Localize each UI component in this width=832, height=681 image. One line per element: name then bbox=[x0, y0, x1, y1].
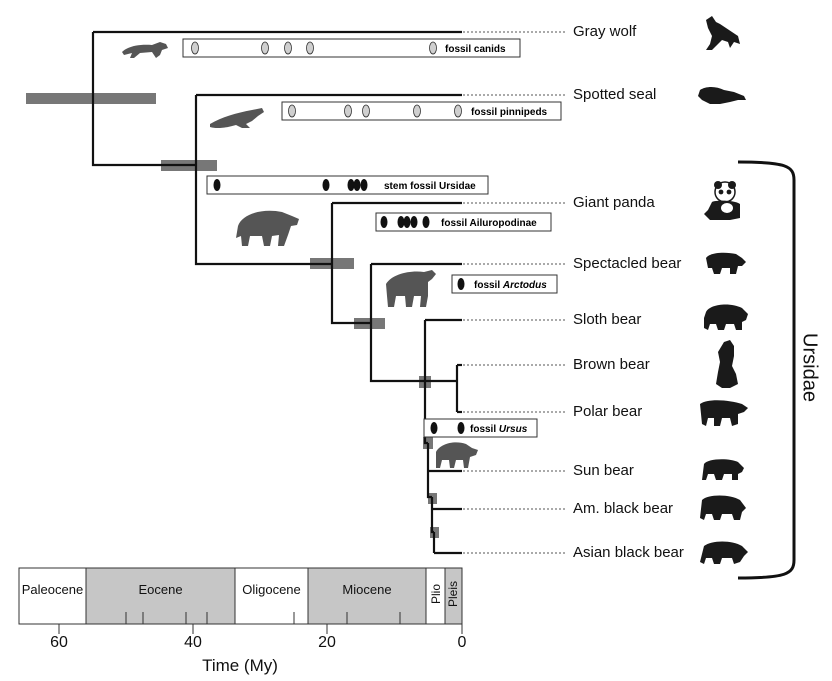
epoch-eocene bbox=[85, 567, 236, 625]
epoch-label-paleocene: Paleocene bbox=[21, 582, 84, 597]
leader-lines bbox=[463, 31, 566, 554]
epoch-label-pliocene: Plio bbox=[429, 584, 443, 605]
fossil-canid-icon bbox=[122, 42, 168, 58]
branch-tremarctine-vertical bbox=[369, 264, 425, 383]
branch-ursidae-vertical bbox=[330, 203, 371, 325]
epoch-label-miocene: Miocene bbox=[342, 582, 392, 597]
american-black-bear-icon bbox=[700, 495, 746, 520]
fossil-arctodus-icon bbox=[386, 270, 436, 307]
fossil-marker bbox=[413, 104, 421, 118]
taxon-silhouettes bbox=[698, 16, 748, 564]
axis-tick-label: 40 bbox=[184, 634, 202, 651]
fossil-marker bbox=[454, 104, 462, 118]
fossil-label-ursus: fossil Ursus bbox=[470, 424, 528, 435]
axis-tick-label: 60 bbox=[50, 634, 68, 651]
epoch-paleocene bbox=[18, 567, 87, 625]
fossil-marker bbox=[362, 104, 370, 118]
fossil-marker bbox=[344, 104, 352, 118]
epoch-miocene bbox=[307, 567, 427, 625]
fossil-pinniped-icon bbox=[210, 108, 264, 129]
taxon-label-spectacled-bear: Spectacled bear bbox=[573, 255, 682, 272]
fossil-marker bbox=[360, 179, 368, 191]
fossil-label-canids: fossil canids bbox=[445, 44, 506, 55]
geologic-timescale bbox=[18, 567, 463, 634]
fossil-label-pinnipeds: fossil pinnipeds bbox=[471, 107, 548, 118]
fossil-box-ailuropodinae: fossil Ailuropodinae bbox=[375, 212, 552, 232]
fossil-marker bbox=[347, 179, 355, 191]
node-age-bars bbox=[26, 93, 439, 538]
fossil-silhouettes bbox=[122, 42, 478, 468]
node-bar-root bbox=[26, 93, 156, 104]
fossil-marker bbox=[288, 104, 296, 118]
epoch-label-oligocene: Oligocene bbox=[242, 582, 301, 597]
seal-icon bbox=[698, 87, 746, 104]
branch-root-vertical bbox=[91, 32, 196, 167]
fossil-marker bbox=[403, 216, 411, 228]
branch-ursus-vertical bbox=[426, 443, 432, 499]
fossil-box-arctodus: fossil Arctodus bbox=[451, 274, 558, 294]
panda-icon bbox=[704, 181, 740, 220]
fossil-box-stem-ursidae: stem fossil Ursidae bbox=[206, 175, 489, 195]
axis-tick-label: 0 bbox=[457, 634, 467, 651]
sloth-bear-icon bbox=[704, 304, 748, 330]
fossil-marker bbox=[322, 179, 330, 191]
fossil-marker bbox=[213, 179, 221, 191]
fossil-box-ursus: fossil Ursus bbox=[423, 418, 538, 438]
axis-title: Time (My) bbox=[202, 656, 278, 675]
clade-label-ursidae: Ursidae bbox=[798, 333, 821, 402]
asian-black-bear-icon bbox=[700, 541, 748, 564]
fossil-marker bbox=[284, 41, 292, 55]
taxon-label-spotted-seal: Spotted seal bbox=[573, 86, 657, 103]
spectacled-bear-icon bbox=[706, 252, 746, 274]
wolf-icon bbox=[706, 16, 740, 50]
taxon-label-am-black-bear: Am. black bear bbox=[573, 500, 674, 517]
fossil-box-pinnipeds: fossil pinnipeds bbox=[281, 101, 562, 121]
taxon-label-asian-black-bear: Asian black bear bbox=[573, 544, 684, 561]
fossil-label-stem-ursidae: stem fossil Ursidae bbox=[384, 181, 476, 192]
sun-bear-icon bbox=[702, 459, 744, 480]
tree-branches bbox=[91, 30, 462, 555]
polar-bear-icon bbox=[700, 400, 748, 426]
taxon-label-gray-wolf: Gray wolf bbox=[573, 23, 637, 40]
taxon-label-sun-bear: Sun bear bbox=[573, 462, 634, 479]
fossil-marker bbox=[306, 41, 314, 55]
fossil-marker bbox=[397, 216, 405, 228]
fossil-marker bbox=[430, 422, 438, 434]
fossil-label-arctodus: fossil Arctodus bbox=[474, 280, 547, 291]
fossil-stem-bear-icon bbox=[236, 210, 299, 246]
epoch-oligocene bbox=[234, 567, 309, 625]
fossil-marker bbox=[457, 278, 465, 290]
axis-tick-label: 20 bbox=[318, 634, 336, 651]
fossil-marker bbox=[353, 179, 361, 191]
fossil-marker bbox=[380, 216, 388, 228]
taxon-label-polar-bear: Polar bear bbox=[573, 403, 643, 420]
taxon-label-sloth-bear: Sloth bear bbox=[573, 311, 642, 328]
fossil-label-ailuropodinae: fossil Ailuropodinae bbox=[441, 218, 537, 229]
brown-bear-icon bbox=[716, 340, 738, 388]
fossil-marker bbox=[261, 41, 269, 55]
fossil-marker bbox=[191, 41, 199, 55]
fossil-marker bbox=[457, 422, 465, 434]
branch-caniform-vertical bbox=[194, 95, 332, 266]
fossil-ursus-icon bbox=[436, 442, 478, 468]
fossil-box-canids: fossil canids bbox=[182, 38, 521, 58]
epoch-label-eocene: Eocene bbox=[138, 582, 183, 597]
taxon-label-giant-panda: Giant panda bbox=[573, 194, 655, 211]
taxon-label-brown-bear: Brown bear bbox=[573, 356, 650, 373]
epoch-label-pleistocene: Pleis bbox=[446, 581, 460, 608]
fossil-marker bbox=[422, 216, 430, 228]
fossil-marker bbox=[410, 216, 418, 228]
fossil-marker bbox=[429, 41, 437, 55]
ursidae-bracket bbox=[737, 160, 796, 580]
